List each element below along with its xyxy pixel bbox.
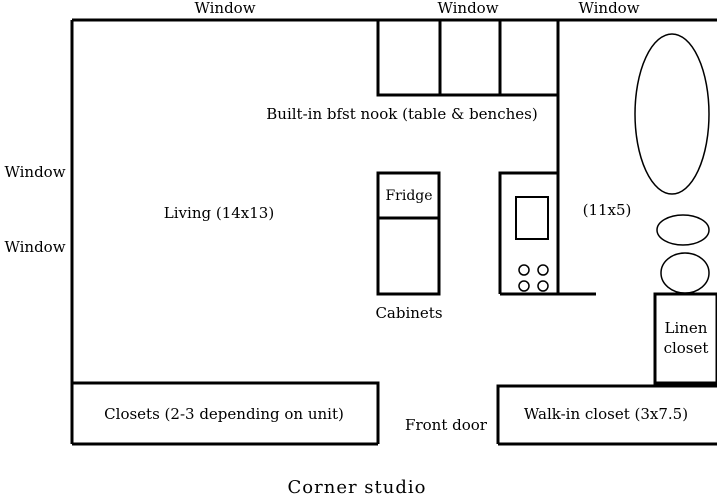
window-label-top-right: Window (578, 0, 639, 17)
fridge-box (376, 171, 441, 220)
window-label-top-mid: Window (437, 0, 498, 17)
bath-size-label: (11x5) (583, 201, 632, 219)
fridge-label: Fridge (385, 188, 432, 204)
nook-label: Built-in bfst nook (table & benches) (266, 105, 537, 123)
closets-label: Closets (2-3 depending on unit) (104, 405, 344, 423)
window-label-top-left: Window (194, 0, 255, 17)
burner-icon (518, 264, 530, 276)
linen-closet-label-line1: Linen (665, 319, 708, 337)
walkin-closet-outline (496, 384, 717, 444)
nook-outline (376, 20, 558, 97)
burner-icon (537, 264, 549, 276)
cabinets-label: Cabinets (375, 304, 442, 322)
stove-oven (515, 196, 549, 240)
linen-closet-label-line2: closet (664, 339, 709, 357)
closets-outline (72, 381, 380, 444)
toilet-icon (660, 252, 710, 294)
walkin-closet-label: Walk-in closet (3x7.5) (524, 405, 688, 423)
plan-caption: Corner studio (288, 477, 427, 496)
burner-icon (537, 280, 549, 292)
sink-icon (656, 214, 710, 246)
linen-closet-box (653, 292, 717, 385)
stove-counter (498, 171, 558, 294)
bathtub-icon (634, 33, 710, 195)
burner-icon (518, 280, 530, 292)
front-door-label: Front door (405, 416, 488, 434)
window-label-left-upper: Window (4, 163, 65, 181)
cabinets-box (376, 216, 441, 296)
living-label: Living (14x13) (164, 204, 274, 222)
window-label-left-lower: Window (4, 238, 65, 256)
stove-burners (518, 264, 549, 292)
